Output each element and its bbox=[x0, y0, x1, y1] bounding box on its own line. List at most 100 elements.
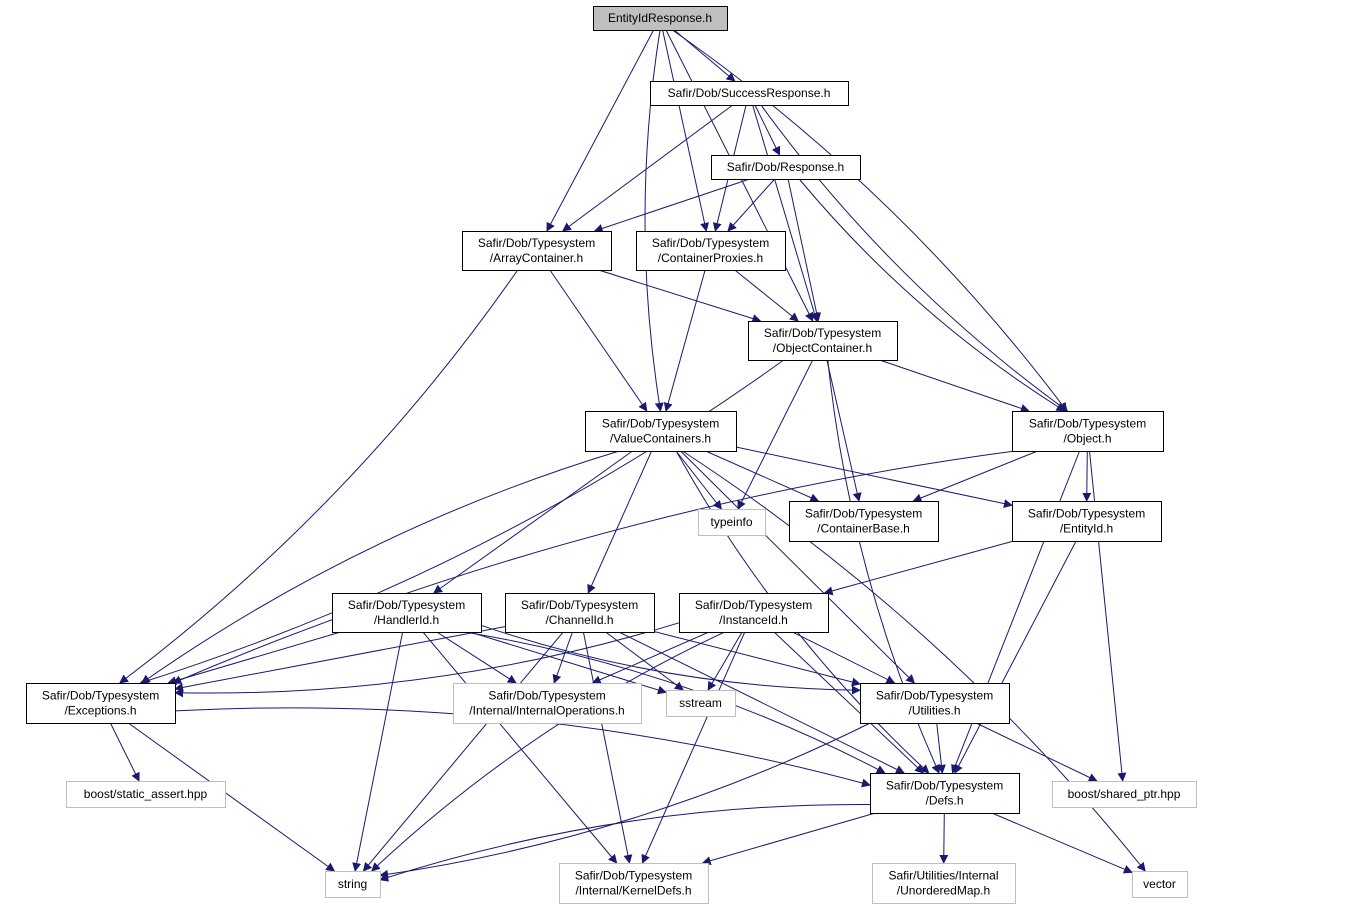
node-label-sharedptr-0: boost/shared_ptr.hpp bbox=[1068, 787, 1181, 801]
node-label-response-0: Safir/Dob/Response.h bbox=[727, 160, 844, 174]
edge-instanceid-to-defs bbox=[773, 631, 924, 774]
node-vector: vector bbox=[1132, 871, 1188, 898]
node-unorderedmap: Safir/Utilities/Internal/UnorderedMap.h bbox=[872, 863, 1016, 904]
node-entityidresponse[interactable]: EntityIdResponse.h bbox=[593, 6, 728, 31]
edge-valuecontainers-to-entityid bbox=[735, 446, 1013, 509]
edge-successresponse-to-objectcontainer bbox=[752, 104, 819, 322]
node-label-utilities-0: Safir/Dob/Typesystem bbox=[876, 689, 993, 703]
edge-entityidresponse-to-valuecontainers bbox=[644, 29, 664, 412]
edge-successresponse-to-object bbox=[760, 104, 1069, 412]
node-box-containerbase bbox=[789, 501, 939, 542]
edge-successresponse-to-arraycontainer bbox=[562, 104, 734, 232]
node-box-response bbox=[711, 155, 861, 180]
edge-arraycontainer-to-valuecontainers bbox=[549, 269, 648, 412]
edge-object-to-containerbase bbox=[912, 450, 1038, 503]
edge-arraycontainer-to-objectcontainer bbox=[598, 269, 762, 323]
edge-response-to-arraycontainer bbox=[593, 178, 750, 233]
edge-handlerid-to-exceptions bbox=[167, 631, 341, 686]
edge-channelid-to-exceptions bbox=[174, 626, 506, 692]
node-label-arraycontainer-1: /ArrayContainer.h bbox=[490, 251, 583, 265]
node-label-containerproxies-0: Safir/Dob/Typesystem bbox=[652, 236, 769, 250]
edge-defs-to-string bbox=[379, 803, 871, 882]
edge-instanceid-to-sstream bbox=[707, 631, 743, 691]
node-label-entityid-1: /EntityId.h bbox=[1060, 522, 1113, 536]
node-label-channelid-0: Safir/Dob/Typesystem bbox=[521, 598, 638, 612]
node-box-kerneldefs bbox=[559, 863, 709, 904]
nodes: EntityIdResponse.hSafir/Dob/SuccessRespo… bbox=[26, 6, 1197, 904]
edges bbox=[109, 29, 1146, 882]
edge-channelid-to-utilities bbox=[653, 631, 861, 687]
edge-instanceid-to-exceptions bbox=[174, 622, 680, 698]
edge-utilities-to-string bbox=[379, 722, 871, 879]
edge-response-to-object bbox=[798, 178, 1066, 412]
node-utilities[interactable]: Safir/Dob/Typesystem/Utilities.h bbox=[860, 683, 1010, 724]
node-label-entityidresponse-0: EntityIdResponse.h bbox=[608, 11, 712, 25]
edge-objectcontainer-to-typeinfo bbox=[737, 359, 814, 510]
node-successresponse[interactable]: Safir/Dob/SuccessResponse.h bbox=[650, 81, 849, 106]
node-valuecontainers[interactable]: Safir/Dob/Typesystem/ValueContainers.h bbox=[585, 411, 737, 452]
edge-handlerid-to-utilities bbox=[480, 624, 861, 695]
node-label-defs-0: Safir/Dob/Typesystem bbox=[886, 779, 1003, 793]
node-instanceid[interactable]: Safir/Dob/Typesystem/InstanceId.h bbox=[679, 593, 829, 633]
node-string: string bbox=[325, 871, 381, 898]
edge-channelid-to-string bbox=[362, 631, 564, 872]
edge-response-to-objectcontainer bbox=[787, 178, 822, 322]
node-sstream: sstream bbox=[666, 690, 736, 717]
edge-defs-to-kerneldefs bbox=[701, 812, 876, 866]
node-exceptions[interactable]: Safir/Dob/Typesystem/Exceptions.h bbox=[26, 683, 176, 724]
node-response[interactable]: Safir/Dob/Response.h bbox=[711, 155, 861, 180]
node-label-sstream-0: sstream bbox=[679, 696, 722, 710]
edge-successresponse-to-response bbox=[754, 104, 781, 156]
node-box-string bbox=[325, 871, 381, 898]
edge-objectcontainer-to-containerbase bbox=[826, 359, 862, 502]
node-label-kerneldefs-0: Safir/Dob/Typesystem bbox=[575, 869, 692, 883]
node-label-vector-0: vector bbox=[1143, 877, 1176, 891]
node-label-objectcontainer-1: /ObjectContainer.h bbox=[773, 341, 872, 355]
node-box-instanceid bbox=[679, 593, 829, 633]
edge-object-to-entityid bbox=[1082, 450, 1092, 502]
node-defs[interactable]: Safir/Dob/Typesystem/Defs.h bbox=[870, 773, 1020, 814]
edge-instanceid-to-string bbox=[371, 631, 725, 872]
edge-entityidresponse-to-object bbox=[672, 29, 1068, 412]
node-box-typeinfo bbox=[698, 509, 766, 536]
edge-object-to-defs bbox=[951, 450, 1081, 774]
edge-channelid-to-internaloperations bbox=[552, 631, 573, 684]
node-object[interactable]: Safir/Dob/Typesystem/Object.h bbox=[1012, 411, 1164, 452]
node-box-entityidresponse bbox=[593, 6, 728, 31]
node-box-handlerid bbox=[332, 593, 482, 633]
edge-entityidresponse-to-containerproxies bbox=[662, 29, 709, 232]
node-label-kerneldefs-1: /Internal/KernelDefs.h bbox=[575, 884, 691, 898]
node-entityid[interactable]: Safir/Dob/Typesystem/EntityId.h bbox=[1012, 501, 1162, 542]
node-label-string-0: string bbox=[338, 877, 367, 891]
node-arraycontainer[interactable]: Safir/Dob/Typesystem/ArrayContainer.h bbox=[462, 231, 612, 271]
node-label-containerbase-0: Safir/Dob/Typesystem bbox=[805, 507, 922, 521]
node-box-exceptions bbox=[26, 683, 176, 724]
edge-handlerid-to-string bbox=[352, 631, 404, 872]
edge-valuecontainers-to-channelid bbox=[587, 450, 653, 594]
node-handlerid[interactable]: Safir/Dob/Typesystem/HandlerId.h bbox=[332, 593, 482, 633]
edge-valuecontainers-to-containerbase bbox=[705, 450, 820, 502]
edge-utilities-to-sharedptr bbox=[975, 722, 1098, 782]
node-label-unorderedmap-0: Safir/Utilities/Internal bbox=[888, 869, 998, 883]
node-containerbase[interactable]: Safir/Dob/Typesystem/ContainerBase.h bbox=[789, 501, 939, 542]
edge-containerproxies-to-valuecontainers bbox=[663, 269, 706, 412]
edge-object-to-sharedptr bbox=[1089, 450, 1127, 782]
node-box-sharedptr bbox=[1052, 781, 1197, 808]
node-box-arraycontainer bbox=[462, 231, 612, 271]
node-label-objectcontainer-0: Safir/Dob/Typesystem bbox=[764, 326, 881, 340]
node-label-valuecontainers-0: Safir/Dob/Typesystem bbox=[602, 417, 719, 431]
node-box-containerproxies bbox=[636, 231, 786, 271]
node-label-exceptions-0: Safir/Dob/Typesystem bbox=[42, 689, 159, 703]
node-label-instanceid-1: /InstanceId.h bbox=[719, 613, 788, 627]
node-box-entityid bbox=[1012, 501, 1162, 542]
edge-handlerid-to-sstream bbox=[469, 631, 667, 695]
node-box-successresponse bbox=[650, 81, 849, 106]
node-label-valuecontainers-1: /ValueContainers.h bbox=[610, 432, 711, 446]
node-channelid[interactable]: Safir/Dob/Typesystem/ChannelId.h bbox=[505, 593, 655, 633]
node-label-unorderedmap-1: /UnorderedMap.h bbox=[897, 884, 990, 898]
node-containerproxies[interactable]: Safir/Dob/Typesystem/ContainerProxies.h bbox=[636, 231, 786, 271]
node-objectcontainer[interactable]: Safir/Dob/Typesystem/ObjectContainer.h bbox=[748, 321, 898, 361]
edge-valuecontainers-to-typeinfo bbox=[675, 450, 722, 510]
edge-valuecontainers-to-utilities bbox=[680, 450, 916, 684]
